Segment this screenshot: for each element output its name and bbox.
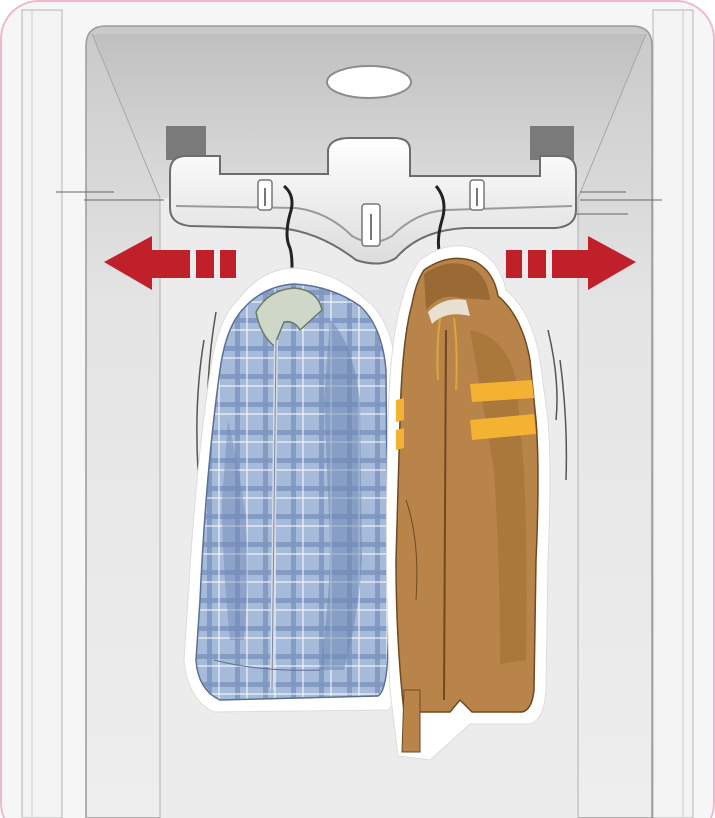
hoodie xyxy=(386,246,550,760)
left-door-edge xyxy=(22,10,62,818)
ceiling-light-icon xyxy=(327,66,411,98)
right-door-edge xyxy=(653,10,693,818)
right-mount xyxy=(530,126,574,160)
left-mount xyxy=(166,126,206,160)
